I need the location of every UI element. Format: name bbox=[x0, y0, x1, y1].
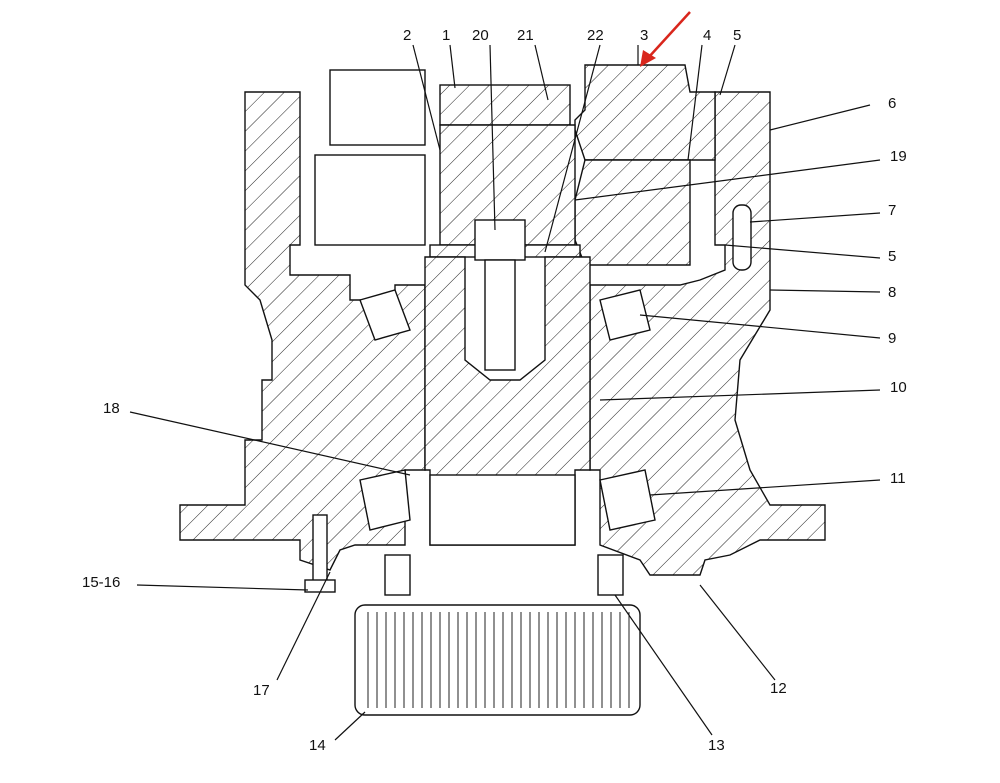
callout-7: 7 bbox=[888, 202, 896, 219]
bolt-15-16 bbox=[312, 514, 328, 586]
dowel-7 bbox=[732, 204, 752, 271]
callout-18: 18 bbox=[103, 400, 120, 417]
seal-13-left bbox=[384, 554, 411, 596]
planet-lower-left bbox=[314, 154, 426, 246]
callout-4: 4 bbox=[703, 27, 711, 44]
planet-upper-left bbox=[329, 69, 426, 146]
sprocket-hub-14 bbox=[354, 604, 641, 716]
highlight-arrow-icon bbox=[640, 11, 691, 67]
sun-gear-1 bbox=[439, 84, 571, 126]
callout-labels: 2 1 20 21 22 3 4 5 6 19 7 5 8 9 10 11 18… bbox=[82, 27, 907, 754]
leader-lines bbox=[129, 44, 881, 741]
bearing-18 bbox=[359, 469, 411, 531]
callout-11: 11 bbox=[890, 470, 906, 487]
callout-17: 17 bbox=[253, 682, 270, 699]
callout-15-16: 15-16 bbox=[82, 574, 120, 591]
callout-6: 6 bbox=[888, 95, 896, 112]
bolt-15-16-head bbox=[304, 579, 336, 593]
callout-22: 22 bbox=[587, 27, 604, 44]
housing-left bbox=[179, 91, 426, 571]
callout-5-top: 5 bbox=[733, 27, 741, 44]
callout-2: 2 bbox=[403, 27, 411, 44]
callout-19: 19 bbox=[890, 148, 907, 165]
callout-12: 12 bbox=[770, 680, 787, 697]
callout-9: 9 bbox=[888, 330, 896, 347]
bolt-20-shank bbox=[484, 259, 516, 371]
callout-1: 1 bbox=[442, 27, 450, 44]
callout-20: 20 bbox=[472, 27, 489, 44]
callout-10: 10 bbox=[890, 379, 907, 396]
callout-8: 8 bbox=[888, 284, 896, 301]
callout-14: 14 bbox=[309, 737, 326, 754]
seal-13-right bbox=[597, 554, 624, 596]
housing-right bbox=[589, 91, 826, 576]
planet-gear-19 bbox=[574, 159, 691, 266]
spindle-bore bbox=[429, 474, 576, 546]
callout-3: 3 bbox=[640, 27, 648, 44]
callout-21: 21 bbox=[517, 27, 534, 44]
bolt-20-head bbox=[474, 219, 526, 261]
bearing-11 bbox=[599, 469, 656, 531]
callout-5-right: 5 bbox=[888, 248, 896, 265]
bearing-9-left bbox=[359, 289, 411, 341]
bearing-9-right bbox=[599, 289, 651, 341]
callout-13: 13 bbox=[708, 737, 725, 754]
